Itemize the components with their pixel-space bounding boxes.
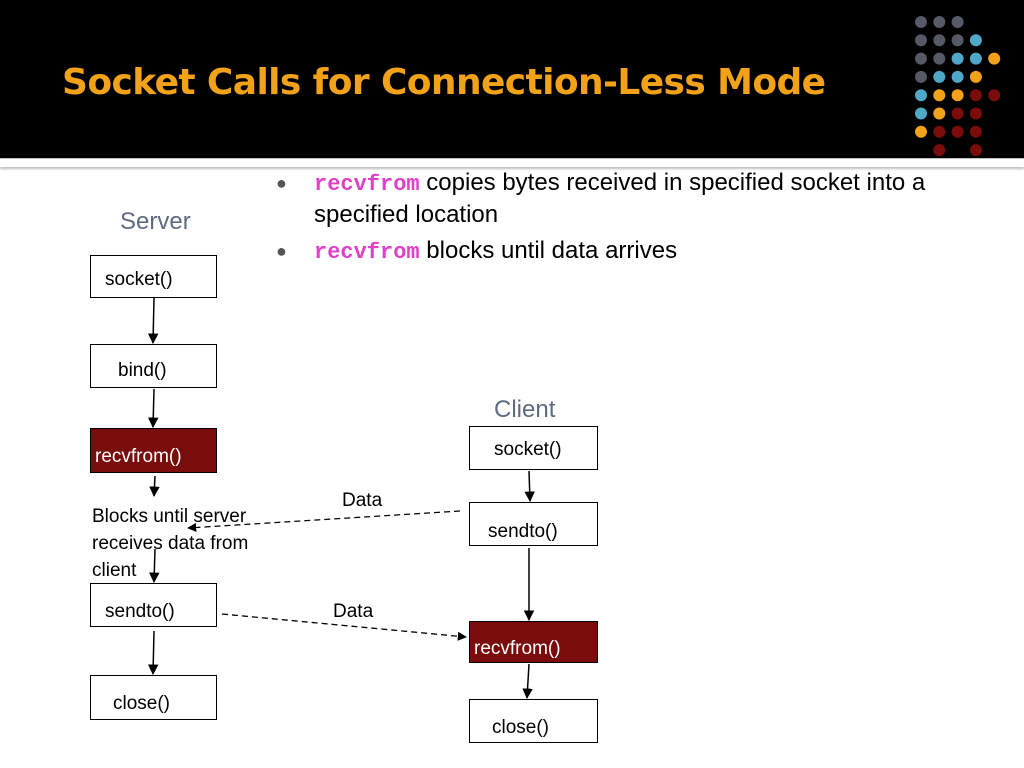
decorative-dot bbox=[915, 89, 927, 102]
bullet-text: copies bytes received in specified socke… bbox=[314, 169, 926, 228]
server-arrow-sendto-close bbox=[147, 630, 159, 676]
decorative-dot bbox=[951, 125, 964, 138]
decorative-dot bbox=[933, 107, 946, 120]
decorative-dot bbox=[951, 16, 964, 28]
decorative-dot bbox=[988, 89, 1001, 102]
message-label-data: Data bbox=[342, 490, 383, 511]
server-arrow-block-sendto bbox=[149, 548, 160, 584]
decorative-dot bbox=[951, 34, 964, 47]
decorative-dot-grid-icon bbox=[915, 16, 1001, 157]
header-divider bbox=[0, 158, 1024, 167]
server-step-bind: bind() bbox=[90, 344, 217, 388]
decorative-dot bbox=[951, 52, 964, 65]
decorative-dot bbox=[915, 34, 927, 47]
decorative-dot bbox=[951, 70, 964, 83]
bullet-icon: ● bbox=[276, 241, 287, 261]
client-step-socket: socket() bbox=[469, 426, 598, 470]
bullet-item: ● recvfrom copies bytes received in spec… bbox=[272, 168, 992, 230]
message-arrow-server-to-client bbox=[221, 613, 467, 641]
bullet-list: ● recvfrom copies bytes received in spec… bbox=[272, 168, 992, 274]
message-label-data: Data bbox=[333, 601, 374, 622]
decorative-dot bbox=[951, 89, 964, 102]
decorative-dot bbox=[933, 52, 946, 65]
client-step-recvfrom: recvfrom() bbox=[469, 621, 598, 663]
server-arrow-recvfrom-block bbox=[149, 475, 160, 498]
title-bar: Socket Calls for Connection-Less Mode bbox=[0, 0, 1024, 158]
slide-title: Socket Calls for Connection-Less Mode bbox=[62, 62, 826, 103]
message-arrow-client-to-server bbox=[187, 510, 461, 533]
decorative-dot bbox=[933, 89, 946, 102]
decorative-dot bbox=[915, 107, 927, 120]
client-column-label: Client bbox=[494, 396, 556, 423]
server-arrow-bind-recvfrom bbox=[148, 388, 159, 429]
server-step-recvfrom: recvfrom() bbox=[90, 428, 217, 473]
decorative-dot bbox=[933, 125, 946, 138]
bullet-code: recvfrom bbox=[314, 172, 420, 197]
server-step-close: close() bbox=[90, 675, 217, 720]
server-column-label: Server bbox=[120, 208, 191, 235]
client-arrow-socket-sendto bbox=[524, 470, 535, 503]
decorative-dot bbox=[951, 107, 964, 120]
decorative-dot bbox=[988, 52, 1001, 65]
decorative-dot bbox=[969, 52, 982, 65]
client-arrow-recvfrom-close bbox=[522, 663, 533, 700]
server-step-socket: socket() bbox=[90, 255, 217, 298]
decorative-dot bbox=[969, 70, 982, 83]
decorative-dot bbox=[969, 144, 982, 157]
decorative-dot bbox=[933, 16, 946, 28]
decorative-dot bbox=[933, 70, 946, 83]
server-blocking-note: Blocks until server receives data from c… bbox=[92, 506, 249, 581]
decorative-dot bbox=[915, 16, 927, 28]
decorative-dot bbox=[915, 70, 927, 83]
bullet-text: blocks until data arrives bbox=[419, 237, 678, 264]
bullet-icon: ● bbox=[276, 173, 287, 193]
decorative-dot bbox=[969, 89, 982, 102]
client-step-close: close() bbox=[469, 699, 598, 743]
decorative-dot bbox=[933, 34, 946, 47]
bullet-item: ● recvfrom blocks until data arrives bbox=[272, 236, 992, 268]
decorative-dot bbox=[969, 34, 982, 47]
server-arrow-socket-bind bbox=[147, 297, 159, 345]
bullet-code: recvfrom bbox=[314, 240, 420, 265]
decorative-dot bbox=[969, 107, 982, 120]
decorative-dot bbox=[969, 125, 982, 138]
decorative-dot bbox=[915, 125, 927, 138]
server-step-sendto: sendto() bbox=[90, 583, 217, 627]
decorative-dot bbox=[933, 144, 946, 157]
decorative-dot bbox=[915, 52, 927, 65]
client-step-sendto: sendto() bbox=[469, 502, 598, 546]
